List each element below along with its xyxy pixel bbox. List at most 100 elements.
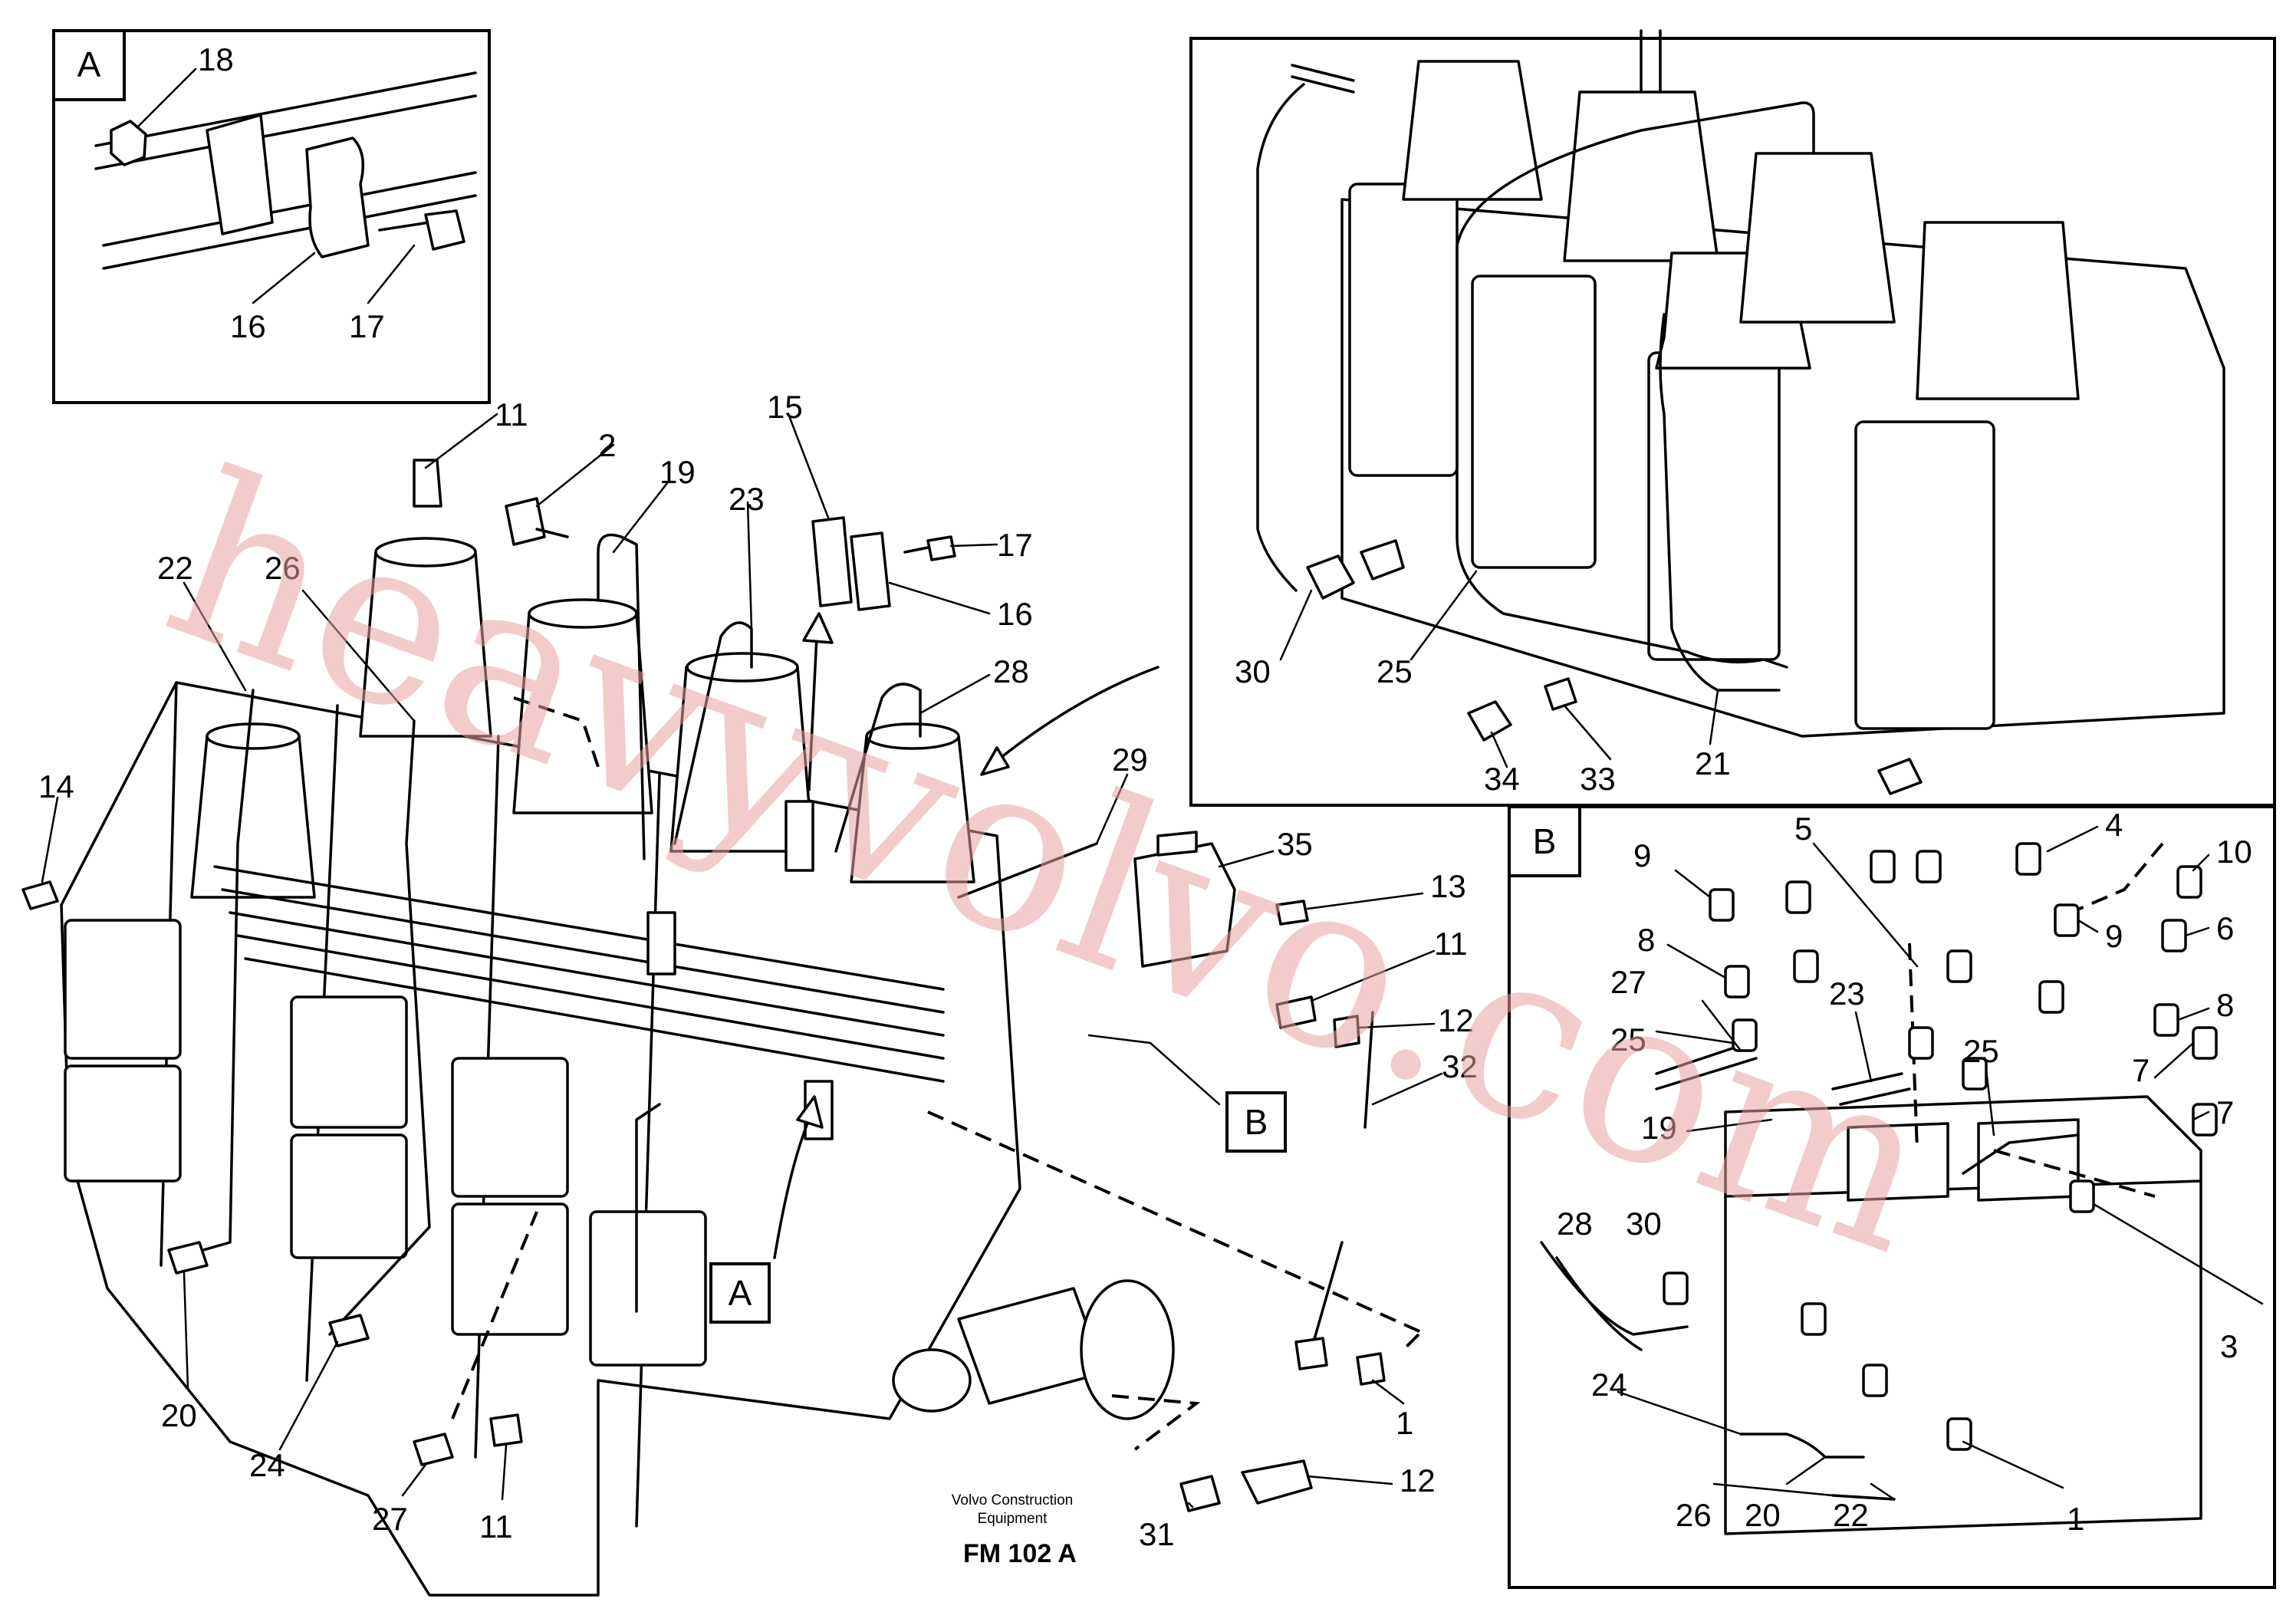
top-right-hose-30 [1256,83,1305,592]
detail-b-fitting-6 [2161,919,2187,952]
detail-b-pipe-23 [1831,1072,1911,1106]
main-callout-26: 26 [265,550,301,586]
main-callout-23: 23 [729,481,765,517]
detail-b-callout-23: 23 [1829,975,1865,1012]
main-pump-port [892,1348,972,1413]
main-leader-20 [183,1272,189,1390]
top-right-callout-34: 34 [1484,761,1520,797]
main-leader-27 [401,1463,427,1497]
detail-b-callout-7b: 7 [2216,1094,2234,1130]
detail-b-inset: B [1508,805,2276,1589]
main-callout-19: 19 [660,454,696,490]
main-callout-31: 31 [1139,1516,1175,1552]
main-callout-13: 13 [1430,868,1466,904]
detail-b-leader-3 [2092,1202,2264,1305]
detail-b-letter: B [1533,821,1557,861]
main-leader-11a [424,413,498,469]
detail-a-nut [110,120,147,166]
detail-a-frame [52,29,491,404]
top-right-callout-21: 21 [1695,745,1731,781]
main-leader-1 [1371,1379,1405,1405]
detail-b-fitting-elbow-2 [1870,850,1896,883]
main-fitting-31 [1179,1475,1221,1512]
main-clamp-15 [811,516,853,607]
main-leader-12a [1357,1022,1436,1029]
top-right-canister-1 [1402,60,1543,201]
main-pointer-a-arrowhead [796,1095,824,1129]
detail-b-fitting-elbow-3 [1916,850,1942,883]
main-callout-12a: 12 [1438,1002,1474,1038]
detail-a-callout-18: 18 [198,41,234,77]
main-leader-11b [1310,949,1436,1002]
main-pointer-a-box [709,1262,771,1324]
detail-b-leader-4 [2046,825,2099,853]
main-callout-17: 17 [997,527,1033,563]
top-right-solenoid-2 [1471,275,1597,569]
detail-b-callout-10: 10 [2216,834,2252,870]
detail-b-fitting-3 [2069,1179,2095,1213]
detail-b-fitting-bottom-3 [1946,1417,1972,1451]
detail-b-fitting-8a [1724,965,1750,998]
main-canister-2-cap [528,598,638,629]
top-right-pipe-21 [1659,313,1781,692]
main-callout-20: 20 [161,1397,197,1433]
top-right-canister-2 [1563,90,1719,262]
main-canister-1-cap [374,537,477,567]
top-right-fitting-30b [1360,539,1405,581]
top-right-pipe-top [1640,29,1662,94]
detail-b-callout-4: 4 [2105,807,2123,843]
main-pump-flange [1080,1279,1175,1420]
main-fitting-13 [1275,900,1309,926]
detail-a-bolt-head [424,209,465,251]
main-callout-24: 24 [249,1447,285,1483]
detail-b-leader-24 [1617,1390,1742,1436]
main-pipe-29 [957,842,1098,899]
top-right-canister-4 [1739,152,1896,324]
detail-b-fitting-7a [2192,1026,2218,1060]
detail-a-pipe-4 [102,194,477,270]
detail-b-dash-3 [1993,1149,2156,1198]
detail-b-callout-5: 5 [1794,811,1812,847]
main-callout-28: 28 [993,653,1029,689]
main-leader-17 [949,543,998,548]
main-pipe-bundle [213,865,945,1083]
main-pointer-b-box [1225,1091,1287,1153]
main-leader-16 [888,581,991,615]
main-canister-4-cap [865,722,960,750]
caption-company-line1: Volvo Construction [952,1492,1073,1508]
detail-b-dash-1 [2070,842,2164,914]
top-right-solenoid-4 [1854,420,1995,730]
main-solenoid-4 [290,1133,408,1259]
detail-b-callout-28: 28 [1557,1206,1593,1242]
detail-b-leader-9a [1674,869,1712,899]
main-pointer-b-letter: B [1245,1102,1268,1142]
main-callout-11c: 11 [479,1508,513,1545]
detail-b-pipe-22 [1831,1494,1896,1501]
main-callout-12b: 12 [1400,1462,1436,1499]
main-callout-14: 14 [38,768,74,804]
main-tee-12 [1241,1459,1313,1505]
detail-b-fitting-lower-2 [1908,1026,1934,1060]
main-solenoid-6 [451,1202,569,1336]
main-clamp-16 [850,531,891,611]
main-fitting-11-top [413,459,442,508]
main-solenoid-1 [64,919,182,1060]
detail-b-fitting-9b [2054,903,2080,937]
view-arrow-top-right [988,666,1160,768]
detail-b-leader-22 [1870,1482,1896,1501]
detail-b-leader-6 [2184,926,2210,937]
detail-b-callout-25b: 25 [1963,1033,1999,1069]
detail-b-leader-8a [1666,943,1727,979]
top-right-canister-5 [1916,221,2080,400]
top-right-leader-30 [1279,589,1313,661]
detail-b-fitting-4 [2015,842,2041,876]
detail-b-leader-20 [1785,1456,1827,1485]
main-leader-11c [501,1444,508,1501]
detail-a-letter: A [77,44,101,84]
main-fitting-2-stem [535,528,569,538]
main-block-35 [1133,842,1236,968]
main-pointer-a-letter: A [729,1273,752,1313]
detail-b-fitting-mid-2 [1946,949,1972,983]
main-solenoid-5 [451,1057,569,1198]
detail-b-dash-2 [1908,943,1919,1151]
